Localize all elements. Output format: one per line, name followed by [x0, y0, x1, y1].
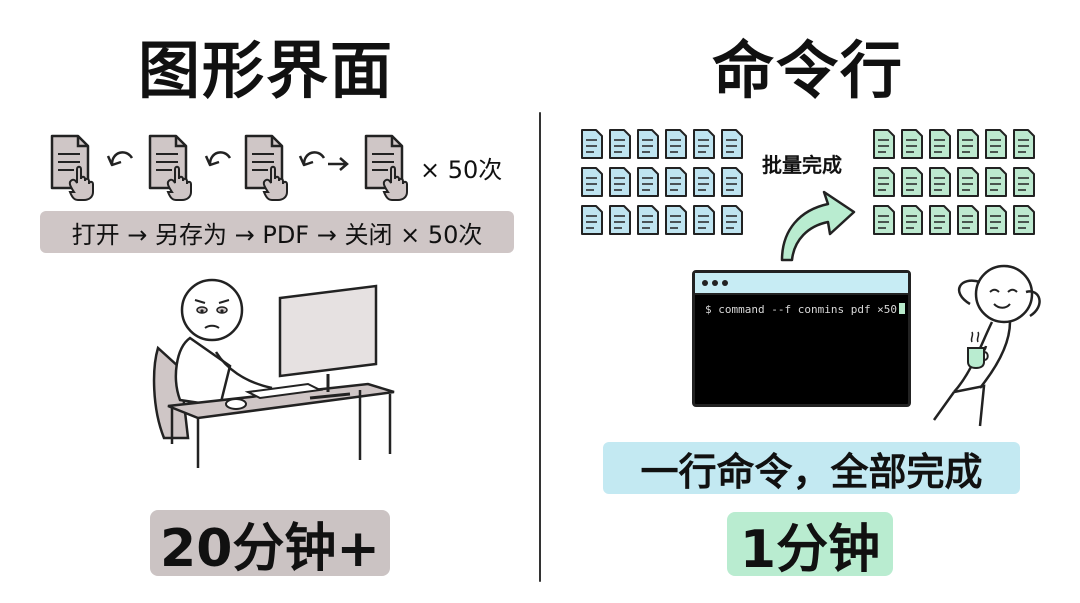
center-divider [539, 112, 541, 582]
doc-click-icon [50, 134, 95, 202]
cli-summary-text: 一行命令，全部完成 [640, 449, 983, 494]
gui-times-label: × 50次 [420, 156, 503, 184]
gui-doc-sequence [50, 134, 409, 202]
terminal-command-line: $ command --f conmins pdf ×50 [705, 303, 906, 316]
input-docs-grid [581, 129, 743, 240]
coffee-cup-icon [967, 347, 985, 370]
gui-title: 图形界面 [138, 34, 395, 107]
window-dot-icon [702, 280, 708, 286]
mouse-icon [225, 398, 247, 410]
window-dot-icon [712, 280, 718, 286]
window-dot-icon [722, 280, 728, 286]
batch-arrow-icon [780, 190, 856, 262]
happy-face-icon [974, 264, 1034, 324]
relaxed-person-illustration [932, 264, 1041, 427]
doc-click-icon [148, 134, 193, 202]
output-docs-grid [872, 128, 1042, 240]
cli-time-text: 1分钟 [739, 519, 881, 580]
undo-arrow-icon [204, 151, 232, 167]
monitor-icon [278, 284, 378, 378]
cli-summary-banner: 一行命令，全部完成 [603, 442, 1020, 494]
terminal-command: $ command --f conmins pdf ×50 [705, 303, 898, 316]
doc-click-icon [244, 134, 289, 202]
tired-face-icon [180, 278, 244, 342]
cursor-icon [899, 303, 906, 314]
arrow-icon [328, 157, 349, 171]
batch-label: 批量完成 [762, 153, 842, 177]
cli-time-badge: 1分钟 [727, 512, 893, 580]
cli-title: 命令行 [712, 34, 905, 107]
terminal-titlebar [695, 273, 908, 295]
gui-time-text: 20分钟+ [160, 518, 380, 579]
doc-click-icon [364, 134, 409, 202]
undo-arrow-icon [106, 151, 134, 167]
keyboard-icon [244, 382, 324, 400]
gui-time-badge: 20分钟+ [150, 510, 390, 579]
undo-arrow-icon [298, 151, 326, 167]
tired-worker-illustration [152, 278, 395, 468]
gui-steps-banner: 打开 → 另存为 → PDF → 关闭 × 50次 [40, 211, 514, 253]
terminal-window: $ command --f conmins pdf ×50 [692, 270, 911, 407]
gui-steps-text: 打开 → 另存为 → PDF → 关闭 × 50次 [71, 220, 483, 249]
